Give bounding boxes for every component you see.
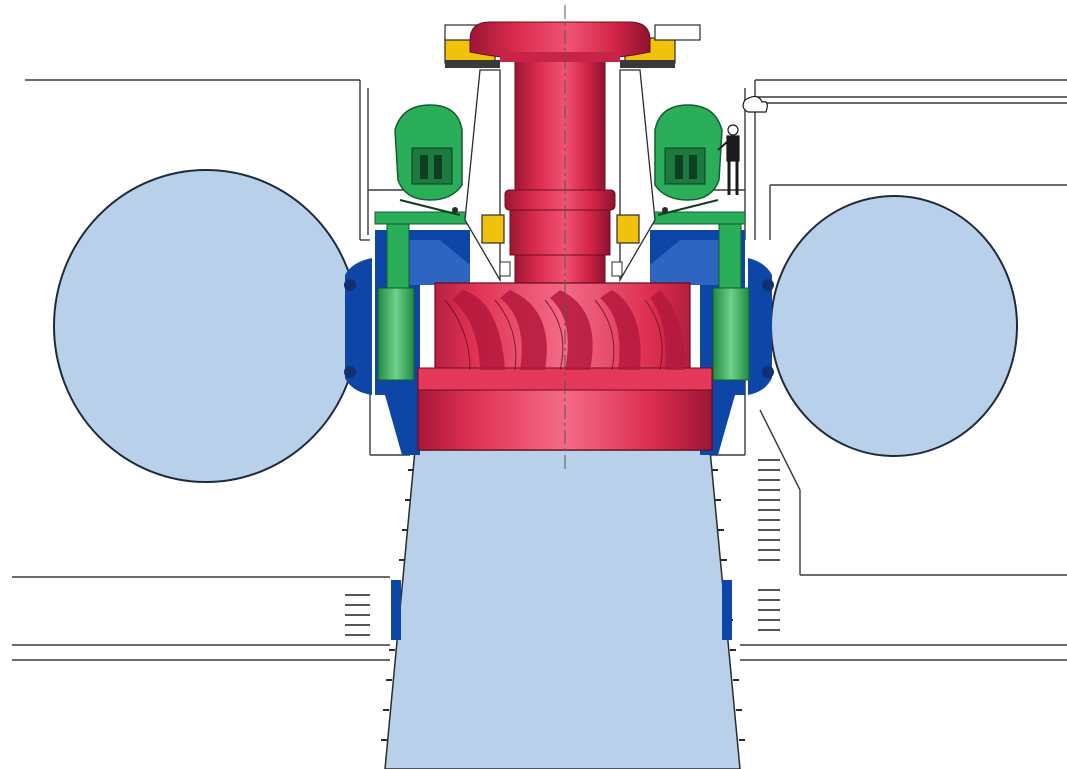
structure-lines: [12, 79, 1067, 661]
spiral-casing-right: [770, 195, 1018, 457]
runner-blades: [452, 290, 685, 370]
main-shaft: [504, 59, 616, 284]
spiral-casing-left: [53, 169, 359, 483]
stair-markers: [345, 459, 780, 636]
servomotor-left: [394, 104, 463, 216]
wicket-gates: [374, 211, 750, 381]
draft-tube: [381, 449, 745, 769]
lower-bearing: [481, 214, 640, 244]
servomotor-right: [654, 104, 723, 216]
cover-details: [452, 207, 668, 277]
operator-figure: [717, 95, 768, 195]
shaft-flange: [469, 21, 651, 62]
